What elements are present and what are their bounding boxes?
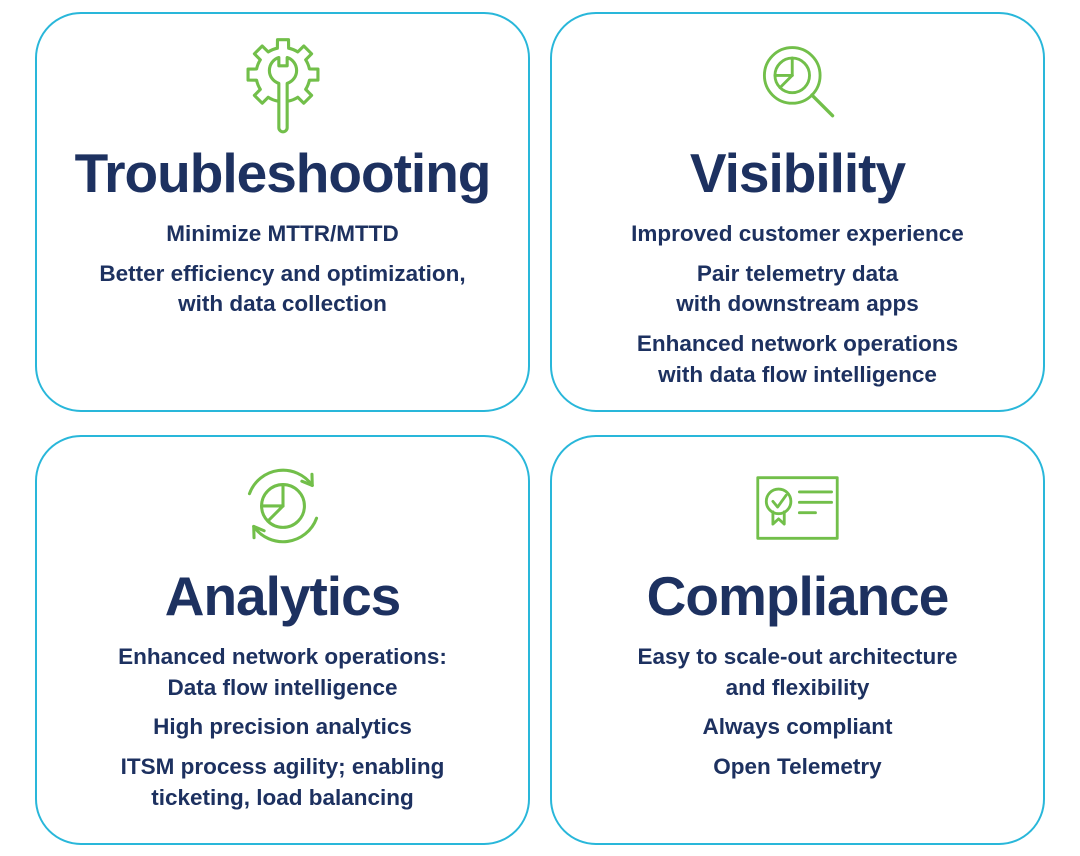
- card-title: Compliance: [646, 565, 950, 627]
- card-icon-box: [231, 30, 335, 140]
- card-icon-box: [750, 30, 846, 140]
- card-point: Open Telemetry: [713, 754, 882, 780]
- card-points: Improved customer experience Pair teleme…: [631, 219, 964, 390]
- card-point: Minimize MTTR/MTTD: [166, 221, 399, 247]
- card-icon-box: [750, 453, 845, 563]
- card-point: Always compliant: [702, 714, 893, 740]
- card-point: Better efficiency and optimization, with…: [99, 260, 466, 317]
- gear-wrench-icon: [245, 38, 320, 134]
- magnifier-pie-chart-icon: [762, 46, 834, 118]
- certificate-check-icon: [756, 476, 839, 540]
- card-point: High precision analytics: [153, 714, 412, 740]
- feature-grid: Troubleshooting Minimize MTTR/MTTD Bette…: [35, 12, 1045, 845]
- card-points: Easy to scale-out architecture and flexi…: [637, 642, 957, 782]
- card-point: ITSM process agility; enabling ticketing…: [120, 754, 445, 810]
- card-point: Improved customer experience: [631, 221, 964, 247]
- card-point: Enhanced network operations: Data flow i…: [118, 644, 447, 700]
- card-title: Visibility: [689, 142, 906, 204]
- card-points: Enhanced network operations: Data flow i…: [118, 642, 447, 813]
- card-troubleshooting: Troubleshooting Minimize MTTR/MTTD Bette…: [35, 12, 530, 412]
- card-analytics: Analytics Enhanced network operations: D…: [35, 435, 530, 845]
- card-title: Troubleshooting: [74, 142, 492, 204]
- card-point: Easy to scale-out architecture and flexi…: [637, 644, 958, 700]
- pie-chart-sync-icon: [247, 468, 318, 544]
- card-point: Enhanced network operations with data fl…: [636, 331, 959, 387]
- card-point: Pair telemetry data with downstream apps: [676, 260, 919, 317]
- card-compliance: Compliance Easy to scale-out architectur…: [550, 435, 1045, 845]
- card-points: Minimize MTTR/MTTD Better efficiency and…: [99, 219, 465, 320]
- card-visibility: Visibility Improved customer experience …: [550, 12, 1045, 412]
- card-title: Analytics: [164, 565, 402, 627]
- card-icon-box: [232, 453, 334, 563]
